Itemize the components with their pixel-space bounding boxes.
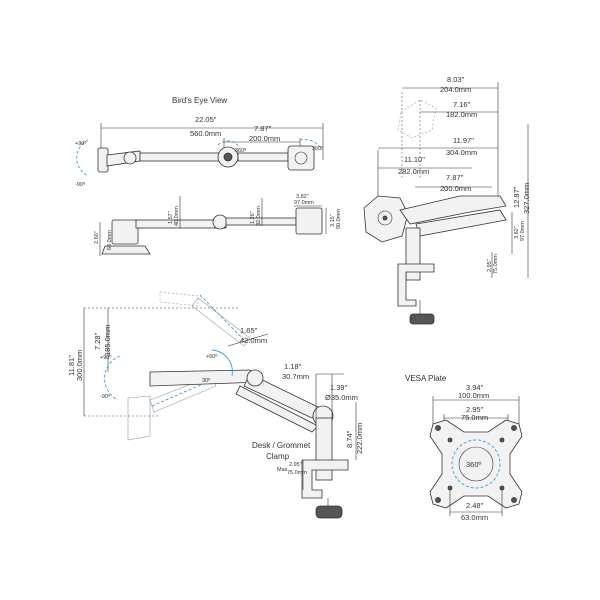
front-w3-mm: 304.0mm (446, 148, 477, 157)
lift-angle-rot: 30º (202, 377, 210, 384)
birds-eye-angle-bottom: -90º (75, 181, 85, 188)
front-w2-mm: 182.0mm (446, 110, 477, 119)
lift-angle-up: +90º (100, 354, 111, 361)
side-height-in: 2.60" (94, 231, 100, 244)
lift-pole-h-mm: 222.0mm (355, 423, 364, 454)
front-h2-mm: 97.0mm (520, 221, 526, 241)
front-w5-mm: 200.0mm (440, 184, 471, 193)
birds-eye-seg-in: 7.87" (254, 124, 272, 133)
front-w2-in: 7.16" (453, 100, 471, 109)
lift-arm-mm: 30.7mm (282, 372, 309, 381)
front-h1-mm: 327.0mm (522, 183, 531, 214)
front-h2-in: 3.82" (514, 226, 520, 239)
vesa-bottom-mm: 63.0mm (461, 513, 488, 522)
side-view: 2.60" 66.0mm 1.57" 40.0mm 1.26" 32.0mm 3… (94, 194, 342, 256)
lift-pole-h-in: 8.74" (345, 430, 354, 448)
birds-eye-total-mm: 560.0mm (190, 129, 221, 138)
birds-eye-angle-top: +90º (75, 140, 86, 147)
front-h3-mm: 75.0mm (493, 254, 499, 274)
birds-eye-view: Bird's Eye View 22.05" 560.0mm 7.87" 200… (75, 96, 324, 188)
vesa-rotation: 360º (466, 460, 482, 469)
vesa-plate-view: VESA Plate 3.94" 100.0mm 2.95" 75.0mm 36… (405, 374, 523, 522)
side-head-h-in: 3.15" (330, 214, 336, 227)
lift-h1-in: 11.81" (67, 355, 76, 376)
side-arm2-mm: 32.0mm (256, 206, 262, 226)
lift-offset-in: 1.65" (240, 326, 258, 335)
birds-eye-seg-mm: 200.0mm (249, 134, 280, 143)
birds-eye-title: Bird's Eye View (172, 96, 227, 105)
clamp-max-label: Max (277, 467, 288, 473)
clamp-label-line1: Desk / Grommet (252, 441, 311, 450)
side-arm2-in: 1.26" (250, 211, 256, 224)
lift-h2-mm: 185.0mm (103, 325, 112, 356)
birds-eye-angle-end: 360º (312, 145, 323, 152)
side-arm1-mm: 40.0mm (174, 206, 180, 226)
vesa-title: VESA Plate (405, 374, 447, 383)
side-head-w-in: 3.82" (296, 194, 309, 200)
vesa-outer-in: 3.94" (466, 383, 484, 392)
lift-pole-in: 1.39" (330, 383, 348, 392)
birds-eye-angle-mid: 360º (235, 147, 246, 154)
lift-angle-down: -90º (100, 393, 110, 400)
vesa-outer-mm: 100.0mm (458, 391, 489, 400)
front-h1-in: 12.87" (512, 186, 521, 208)
front-w1-in: 8.03" (447, 75, 465, 84)
birds-eye-total-in: 22.05" (195, 115, 217, 124)
vesa-inner-in: 2.95" (466, 405, 484, 414)
lift-angle-tilt: +60º (206, 353, 217, 360)
front-w5-in: 7.87" (446, 173, 464, 182)
side-height-mm: 66.0mm (107, 230, 113, 250)
vesa-bottom-in: 2.48" (466, 501, 484, 510)
front-w3-in: 11.97" (453, 136, 474, 145)
front-h3-in: 2.95" (487, 259, 493, 272)
lift-arm-in: 1.18" (284, 362, 302, 371)
front-w1-mm: 204.0mm (440, 85, 471, 94)
front-w4-in: 11.10" (404, 155, 425, 164)
vesa-inner-mm: 75.0mm (461, 413, 488, 422)
lift-h2-in: 7.28" (93, 332, 102, 350)
lift-offset-mm: 42.0mm (240, 336, 267, 345)
lift-h1-mm: 300.0mm (75, 350, 84, 381)
lift-pole-mm: Ø35.0mm (325, 393, 358, 402)
lift-view: 11.81" 300.0mm 7.28" 185.0mm +90º -90º +… (67, 291, 364, 519)
clamp-max-in: 2.95" (289, 462, 302, 468)
clamp-label-line2: Clamp (266, 452, 290, 461)
side-head-h-mm: 80.0mm (336, 209, 342, 229)
side-head-w-mm: 97.0mm (294, 200, 314, 206)
front-view: 8.03" 204.0mm 7.16" 182.0mm 11.97" 304.0… (363, 75, 531, 325)
clamp-max-mm: 75.0mm (287, 470, 307, 476)
side-arm1-in: 1.57" (168, 211, 174, 224)
front-w4-mm: 282.0mm (398, 167, 429, 176)
